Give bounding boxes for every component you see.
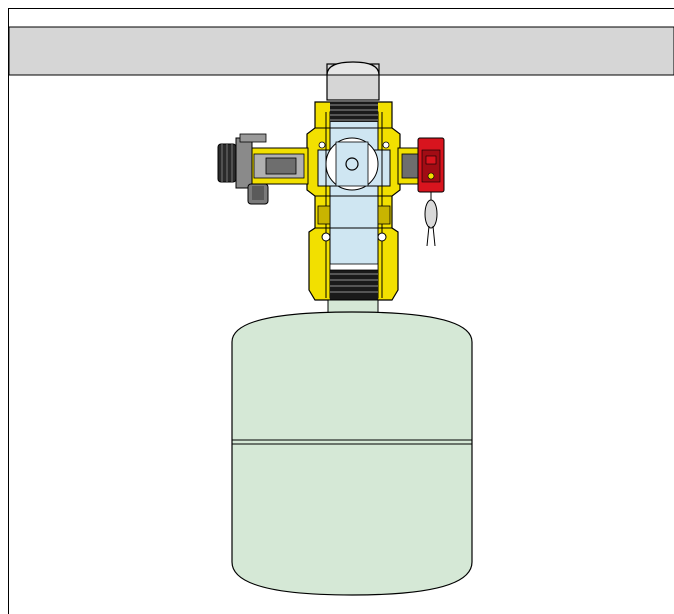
check-valve-disc [325,137,379,191]
outer-frame [8,8,674,614]
right-valve [397,137,445,247]
expansion-tank [231,311,473,596]
bottom-thread [329,263,379,300]
top-thread [330,102,378,122]
top-pipe-connector [326,61,380,101]
left-valve [217,133,309,205]
